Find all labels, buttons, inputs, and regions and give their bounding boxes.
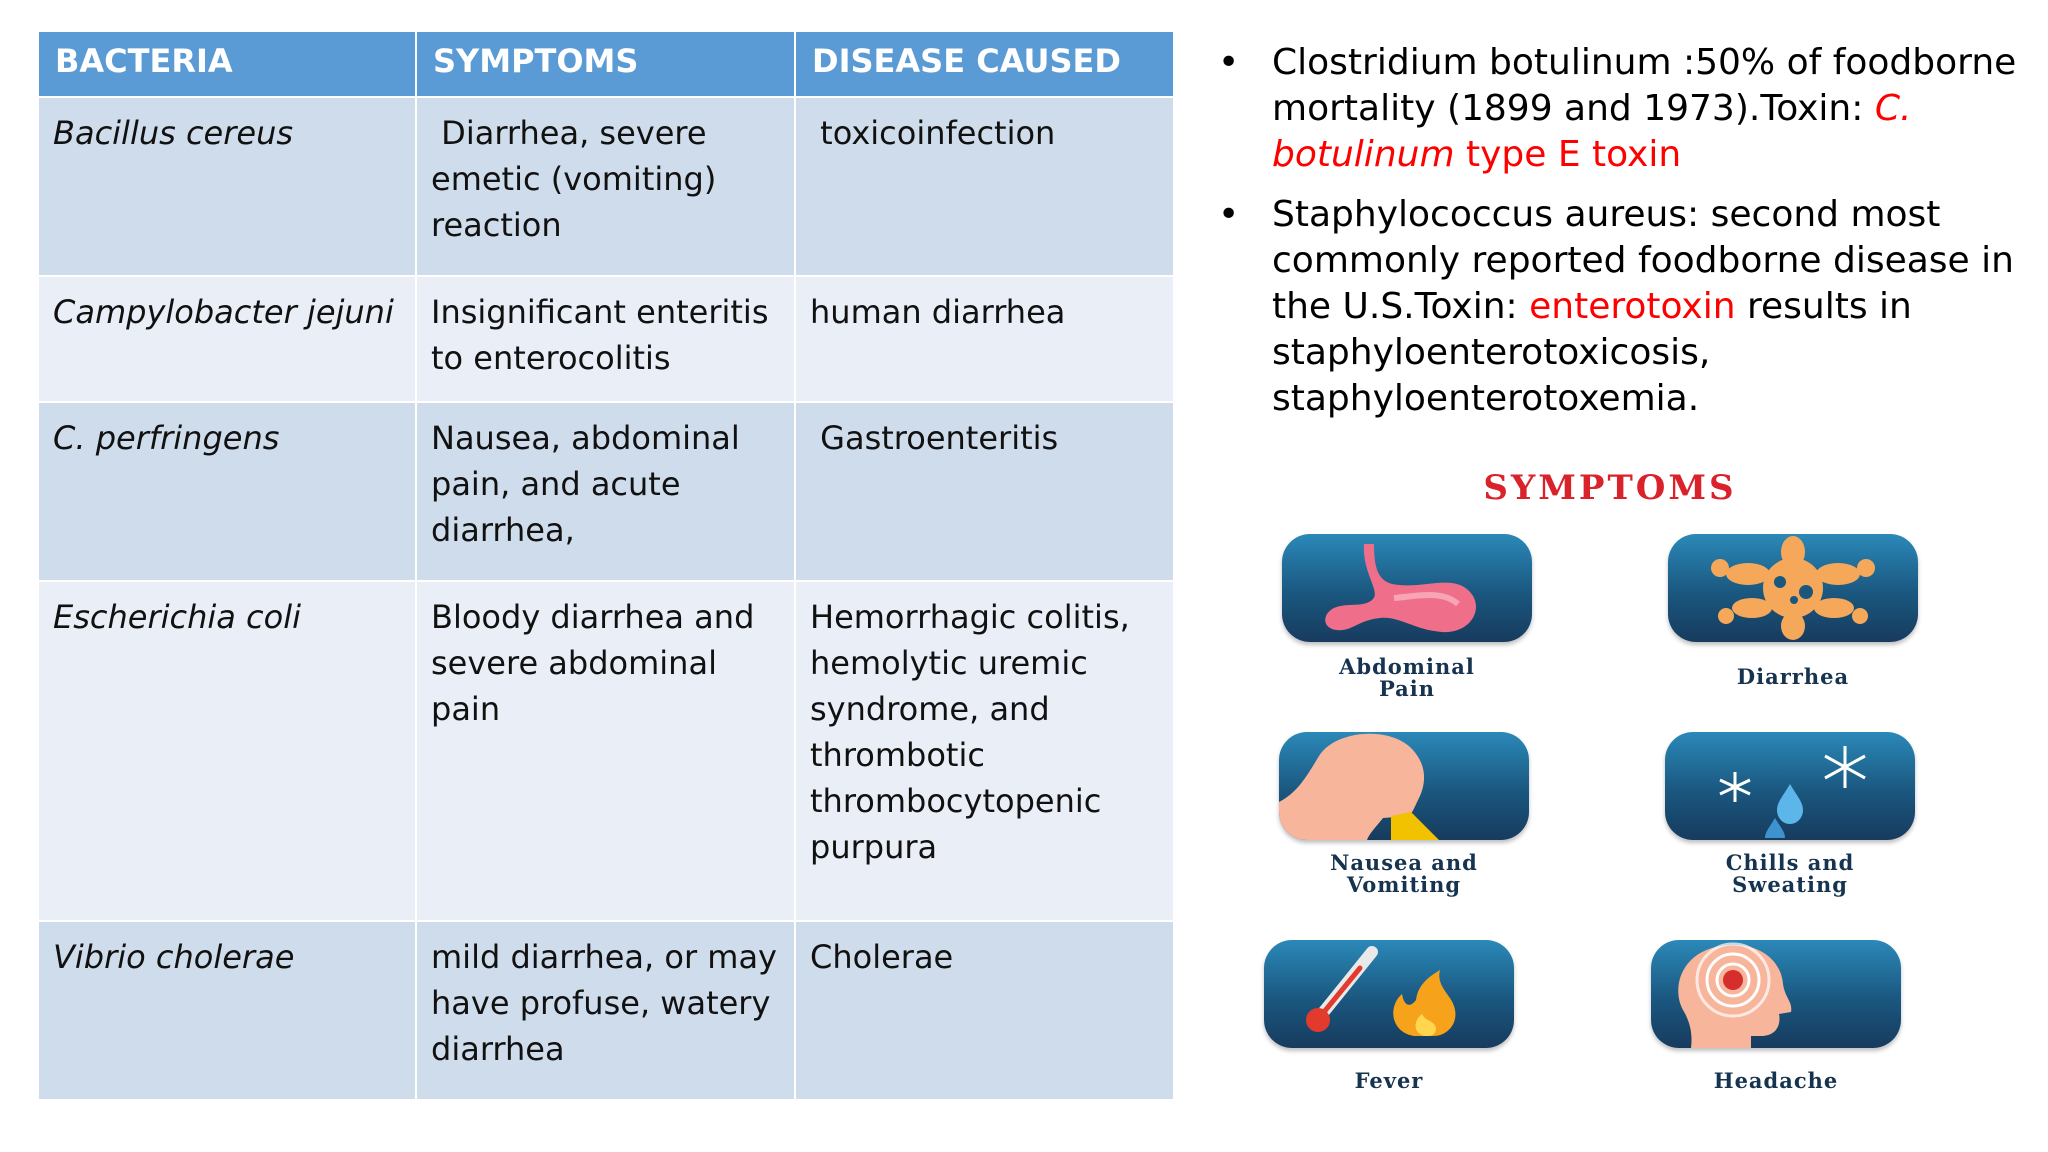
table-header-row: BACTERIA SYMPTOMS DISEASE CAUSED bbox=[37, 30, 1175, 98]
symptoms-cell: Insignificant enteritis to enterocolitis bbox=[415, 275, 796, 403]
label-line-1: Diarrhea bbox=[1736, 664, 1850, 689]
symptoms-cell: Bloody diarrhea and severe abdominal pai… bbox=[415, 580, 796, 922]
table-row: Bacillus cereus Diarrhea, severe emetic … bbox=[37, 96, 1175, 277]
fever-label: Fever bbox=[1259, 1070, 1519, 1092]
bullet-text: Clostridium botulinum :50% of foodborne … bbox=[1272, 42, 2017, 129]
bullet-dot: • bbox=[1218, 42, 1240, 83]
label-line-1: Nausea and bbox=[1330, 850, 1478, 875]
bacteria-cell: C. perfringens bbox=[37, 401, 417, 582]
bullet-text: Staphylococcus aureus: second most commo… bbox=[1272, 194, 2014, 327]
bacteria-cell: Vibrio cholerae bbox=[37, 920, 417, 1101]
label-line-1: Fever bbox=[1354, 1068, 1424, 1093]
disease-cell: human diarrhea bbox=[794, 275, 1175, 403]
bullet-dot: • bbox=[1218, 194, 1240, 235]
table-row: Vibrio cholerae mild diarrhea, or may ha… bbox=[37, 920, 1175, 1101]
label-line-1: Chills and bbox=[1725, 850, 1855, 875]
diarrhea-label: Diarrhea bbox=[1663, 666, 1923, 688]
bullet-text-continued: results in staphyloenterotoxicosis, stap… bbox=[1272, 286, 1912, 419]
bacteria-splat-icon bbox=[1668, 534, 1918, 642]
nausea-vomiting-label: Nausea and Vomiting bbox=[1274, 852, 1534, 896]
bacteria-cell: Bacillus cereus bbox=[37, 96, 417, 277]
bacteria-table: BACTERIA SYMPTOMS DISEASE CAUSED Bacillu… bbox=[37, 30, 1175, 1101]
label-line-1: Headache bbox=[1713, 1068, 1839, 1093]
disease-cell: Hemorrhagic colitis, hemolytic uremic sy… bbox=[794, 580, 1175, 922]
snowflake-drops-icon bbox=[1665, 732, 1915, 840]
abdominal-pain-label: Abdominal Pain bbox=[1277, 656, 1537, 700]
disease-cell: toxicoinfection bbox=[794, 96, 1175, 277]
table-row: C. perfringens Nausea, abdominal pain, a… bbox=[37, 401, 1175, 582]
table-row: Campylobacter jejuni Insignificant enter… bbox=[37, 275, 1175, 403]
toxin-bullet-list: • Clostridium botulinum :50% of foodborn… bbox=[1218, 40, 2018, 436]
bacteria-cell: Escherichia coli bbox=[37, 580, 417, 922]
toxin-name-red: enterotoxin bbox=[1529, 286, 1736, 327]
headache-head-icon bbox=[1651, 940, 1901, 1048]
label-line-1: Abdominal bbox=[1339, 654, 1475, 679]
label-line-2: Vomiting bbox=[1346, 872, 1462, 897]
toxin-type-red: type E toxin bbox=[1454, 134, 1682, 175]
disease-cell: Cholerae bbox=[794, 920, 1175, 1101]
symptoms-title: SYMPTOMS bbox=[1483, 468, 1737, 508]
header-symptoms: SYMPTOMS bbox=[415, 30, 796, 98]
stomach-icon bbox=[1282, 534, 1532, 642]
symptoms-cell: Nausea, abdominal pain, and acute diarrh… bbox=[415, 401, 796, 582]
headache-label: Headache bbox=[1646, 1070, 1906, 1092]
label-line-2: Sweating bbox=[1732, 872, 1848, 897]
bullet-staphylococcus: • Staphylococcus aureus: second most com… bbox=[1218, 192, 2018, 422]
bullet-clostridium: • Clostridium botulinum :50% of foodborn… bbox=[1218, 40, 2018, 178]
header-bacteria: BACTERIA bbox=[37, 30, 417, 98]
table-row: Escherichia coli Bloody diarrhea and sev… bbox=[37, 580, 1175, 922]
thermometer-fire-icon bbox=[1264, 940, 1514, 1048]
symptoms-cell: Diarrhea, severe emetic (vomiting) react… bbox=[415, 96, 796, 277]
toxin-name-red: C. botulinum bbox=[1272, 88, 1912, 175]
symptoms-cell: mild diarrhea, or may have profuse, wate… bbox=[415, 920, 796, 1101]
chills-sweating-label: Chills and Sweating bbox=[1660, 852, 1920, 896]
disease-cell: Gastroenteritis bbox=[794, 401, 1175, 582]
vomiting-head-icon bbox=[1279, 732, 1529, 840]
label-line-2: Pain bbox=[1378, 676, 1436, 701]
header-disease-caused: DISEASE CAUSED bbox=[794, 30, 1175, 98]
bacteria-cell: Campylobacter jejuni bbox=[37, 275, 417, 403]
